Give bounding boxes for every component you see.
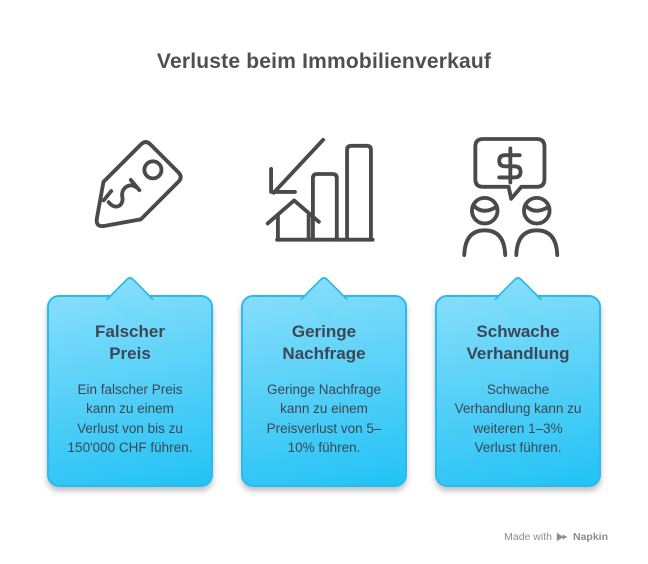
icon-cell-schwache-verhandlung: [435, 117, 601, 259]
price-tag-icon: [94, 139, 183, 228]
card-content: Schwache Verhandlung Schwache Verhandlun…: [437, 297, 599, 458]
card-body-text: Schwache Verhandlung kann zu weiteren 1–…: [454, 381, 582, 456]
card-body-text: Ein falscher Preis kann zu einem Verlust…: [67, 381, 193, 456]
card-body-text: Geringe Nachfrage kann zu einem Preisver…: [266, 381, 382, 456]
napkin-logo-icon: [556, 532, 568, 542]
card-content: Geringe Nachfrage Geringe Nachfrage kann…: [243, 297, 405, 458]
icon-cell-falscher-preis: [47, 117, 213, 259]
card-schwache-verhandlung: Schwache Verhandlung Schwache Verhandlun…: [435, 274, 601, 487]
card-content: Falscher Preis Ein falscher Preis kann z…: [49, 297, 211, 458]
card-heading: Schwache Verhandlung: [466, 322, 570, 364]
watermark-brand: Napkin: [572, 531, 608, 543]
card-geringe-nachfrage: Geringe Nachfrage Geringe Nachfrage kann…: [241, 274, 407, 487]
negotiation-dollar-speech-icon: [462, 136, 560, 257]
icon-cell-geringe-nachfrage: [241, 117, 407, 259]
icons-row: [0, 117, 648, 259]
watermark-prefix: Made with: [504, 531, 552, 543]
page-title: Verluste beim Immobilienverkauf: [156, 50, 492, 73]
made-with-napkin-link[interactable]: Made with Napkin: [504, 531, 608, 543]
cards-row: Falscher Preis Ein falscher Preis kann z…: [0, 274, 648, 487]
card-heading: Geringe Nachfrage: [282, 322, 366, 364]
declining-chart-house-icon: [265, 137, 375, 242]
card-heading: Falscher Preis: [95, 322, 165, 364]
card-falscher-preis: Falscher Preis Ein falscher Preis kann z…: [47, 274, 213, 487]
